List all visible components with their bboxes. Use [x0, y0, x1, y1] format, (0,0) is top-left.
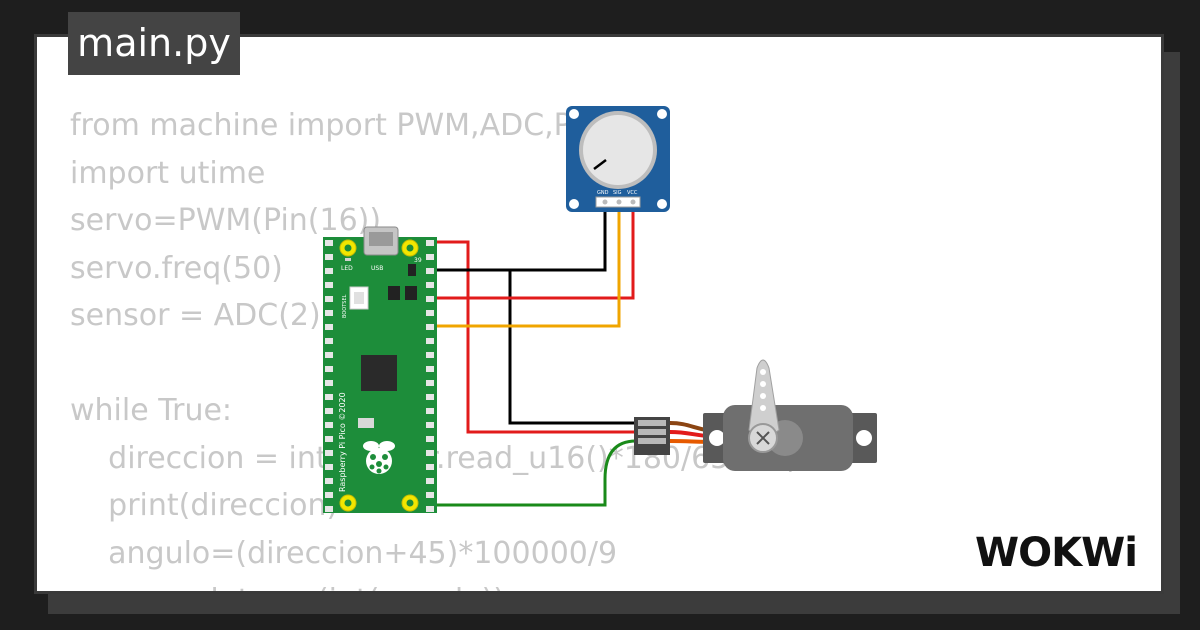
- pico-pin[interactable]: [426, 310, 434, 316]
- code-line: from machine import PWM,ADC,Pin: [70, 108, 599, 143]
- pico-pin[interactable]: [426, 478, 434, 484]
- wire-yellow-signal: [426, 202, 621, 328]
- usb-label: USB: [371, 265, 383, 272]
- code-line: import utime: [70, 155, 266, 191]
- pico-pin[interactable]: [426, 436, 434, 442]
- pico-pin[interactable]: [325, 506, 333, 512]
- pico-pin[interactable]: [325, 464, 333, 470]
- pot-pin-label: VCC: [627, 190, 638, 196]
- bootsel-label: BOOTSEL: [342, 294, 348, 318]
- code-line: while True:: [70, 393, 233, 428]
- pico-pin[interactable]: [325, 268, 333, 274]
- pico-pin[interactable]: [426, 338, 434, 344]
- pico-pin[interactable]: [325, 422, 333, 428]
- code-listing: from machine import PWM,ADC,Pin import ut…: [70, 102, 798, 591]
- led-label: LED: [341, 265, 353, 272]
- pico-pin[interactable]: [426, 380, 434, 386]
- pico-pin[interactable]: [426, 324, 434, 330]
- pin-number-label: 39: [414, 257, 422, 264]
- pico-pin[interactable]: [426, 282, 434, 288]
- wire-green-servo-signal: [426, 439, 637, 507]
- pico-pin[interactable]: [426, 296, 434, 302]
- code-line: servo=PWM(Pin(16)): [70, 203, 382, 238]
- pot-pin-label: SIG: [613, 190, 622, 196]
- pico-pin[interactable]: [325, 282, 333, 288]
- potentiometer[interactable]: GND SIG VCC: [566, 106, 670, 212]
- pico-pin[interactable]: [325, 450, 333, 456]
- pico-pin[interactable]: [325, 478, 333, 484]
- pin-header-left: [325, 240, 333, 512]
- pico-pin[interactable]: [325, 492, 333, 498]
- pot-pin-label: GND: [597, 190, 609, 196]
- pico-pin[interactable]: [426, 240, 434, 246]
- pico-pin[interactable]: [325, 310, 333, 316]
- wire-black-gnd-servo: [426, 268, 636, 425]
- code-line: angulo=(direccion+45)*100000/9: [70, 535, 618, 571]
- wokwi-logo: WOKWi: [975, 530, 1138, 576]
- pico-pin[interactable]: [426, 268, 434, 274]
- raspberry-pi-logo: [363, 441, 395, 474]
- file-tab[interactable]: main.py: [68, 12, 240, 75]
- pico-pin[interactable]: [325, 254, 333, 260]
- pin-header-right: [426, 240, 434, 512]
- code-line: sensor = ADC(2): [70, 298, 321, 333]
- wire-black-gnd-pot: [426, 202, 607, 272]
- wokwi-logo-text: WOKWi: [975, 530, 1137, 576]
- pico-pin[interactable]: [426, 394, 434, 400]
- pico-pin[interactable]: [325, 296, 333, 302]
- pico-pin[interactable]: [325, 324, 333, 330]
- pot-indicator: [593, 159, 607, 170]
- pico-pin[interactable]: [325, 408, 333, 414]
- pico-pin[interactable]: [426, 506, 434, 512]
- pico-pin[interactable]: [426, 492, 434, 498]
- pico-pin[interactable]: [325, 338, 333, 344]
- pico-pin[interactable]: [325, 394, 333, 400]
- pico-pin[interactable]: [325, 240, 333, 246]
- pico-pin[interactable]: [426, 352, 434, 358]
- servo-motor[interactable]: [634, 359, 877, 471]
- code-line: servo.freq(50): [70, 250, 283, 286]
- wire-red-pot-vcc: [426, 202, 635, 300]
- code-line: servo.duty_ns(int(angulo)): [70, 577, 798, 591]
- wire-red-vcc-pot: [426, 240, 636, 434]
- pot-knob: [583, 115, 653, 185]
- pico-pin[interactable]: [426, 408, 434, 414]
- pico-pin[interactable]: [325, 380, 333, 386]
- pico-pin[interactable]: [426, 464, 434, 470]
- raspberry-pi-pico[interactable]: LED USB 39 BOOTSEL Raspberry Pi Pico ©20…: [323, 226, 437, 513]
- wires: [426, 202, 637, 507]
- board-silkscreen: Raspberry Pi Pico ©2020: [338, 392, 347, 492]
- rp2040-chip: [361, 355, 397, 391]
- code-line: print(direccion): [70, 488, 339, 523]
- pico-pin[interactable]: [426, 422, 434, 428]
- pico-pin[interactable]: [426, 254, 434, 260]
- pico-pin[interactable]: [426, 366, 434, 372]
- pico-pin[interactable]: [325, 436, 333, 442]
- pico-pin[interactable]: [325, 352, 333, 358]
- pico-pin[interactable]: [325, 366, 333, 372]
- pico-pin[interactable]: [426, 450, 434, 456]
